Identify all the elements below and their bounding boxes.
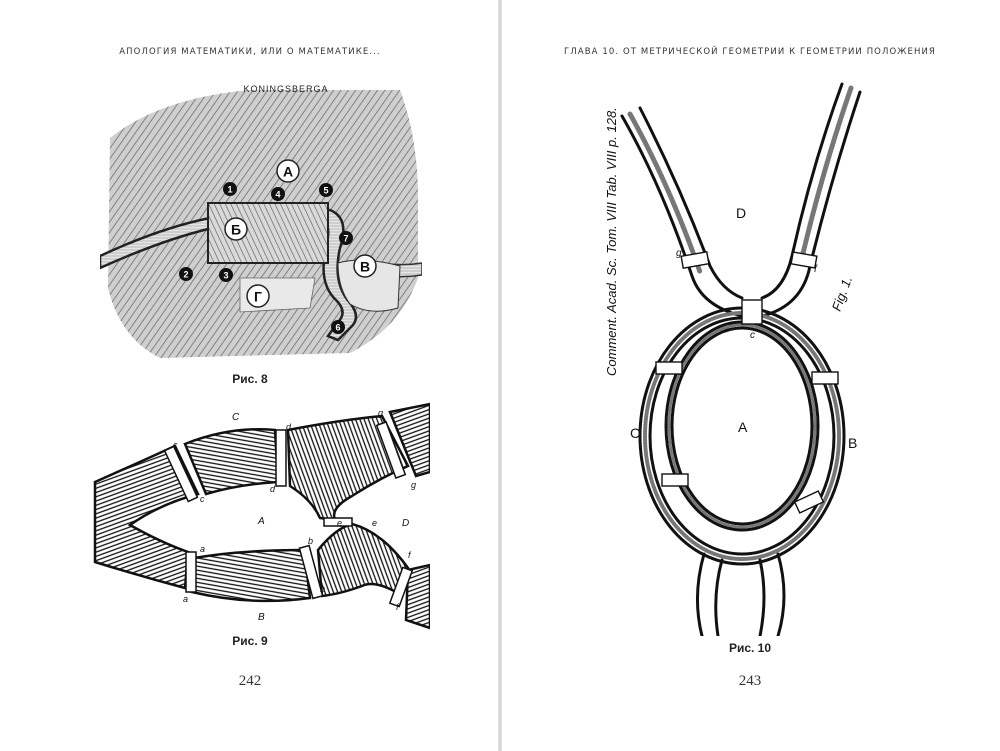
svg-text:5: 5 — [323, 186, 328, 196]
label-b-top: b — [308, 536, 313, 546]
bridge-marker-5: 5 — [319, 183, 333, 197]
figure-10-sketch: D A B C c g f Fig. 1. Comment. Acad. Sc.… — [604, 82, 862, 636]
fig-label: Fig. 1. — [829, 274, 855, 313]
bridge-f — [388, 566, 414, 608]
region-label-a: A — [257, 516, 265, 527]
running-head-left: АПОЛОГИЯ МАТЕМАТИКИ, ИЛИ О МАТЕМАТИКЕ... — [119, 47, 381, 57]
svg-text:1: 1 — [227, 185, 232, 195]
label-e-right: e — [372, 518, 377, 528]
book-gutter — [498, 0, 502, 751]
svg-text:Г: Г — [254, 289, 262, 305]
svg-text:7: 7 — [343, 234, 348, 244]
label-g-bottom: g — [411, 480, 416, 490]
region-marker-b-cyr: Б — [224, 217, 248, 241]
bridge-f-right — [790, 251, 818, 269]
left-page: АПОЛОГИЯ МАТЕМАТИКИ, ИЛИ О МАТЕМАТИКЕ... — [93, 47, 430, 689]
svg-text:В: В — [360, 259, 370, 275]
bridge-a — [185, 551, 197, 593]
region-marker-a: А — [276, 159, 300, 183]
bridge-g-left — [680, 251, 710, 269]
svg-text:4: 4 — [275, 190, 280, 200]
svg-text:А: А — [283, 164, 293, 180]
bridge-left-1 — [655, 361, 683, 375]
label-f-top: f — [408, 550, 412, 560]
river-south-east — [316, 522, 410, 598]
label-f-bottom: f — [396, 602, 400, 612]
bridge-c — [163, 445, 199, 503]
bridge-left-2 — [661, 473, 689, 487]
svg-text:Б: Б — [231, 222, 241, 238]
bridge-c — [741, 299, 763, 325]
figure-8-caption: Рис. 8 — [232, 372, 268, 386]
bridge-letter-c: c — [750, 330, 755, 341]
label-d-bottom: d — [270, 484, 276, 494]
map-title: KONINGSBERGA — [243, 84, 328, 94]
figure-10-caption: Рис. 10 — [728, 641, 772, 655]
bridge-b — [298, 544, 324, 600]
page-number-right: 243 — [738, 673, 762, 689]
region-label-c: C — [630, 425, 640, 441]
figure-9-diagram: c c d d g g e e a a b b f f C A B D — [93, 402, 430, 630]
bridge-letter-g: g — [676, 248, 682, 259]
bridge-right-2 — [793, 490, 825, 514]
page-number-left: 242 — [238, 673, 262, 689]
region-marker-v: В — [353, 254, 377, 278]
river-lower-channel — [190, 548, 312, 603]
label-c-bottom: c — [200, 494, 205, 504]
bridge-letter-f: f — [814, 264, 818, 275]
region-label-b: B — [258, 612, 265, 623]
region-label-d: D — [402, 518, 409, 529]
bridge-e — [323, 517, 353, 527]
right-page: ГЛАВА 10. ОТ МЕТРИЧЕСКОЙ ГЕОМЕТРИИ К ГЕО… — [500, 0, 1000, 751]
river-left-arm — [93, 444, 200, 590]
river-upper-channel — [183, 428, 280, 496]
bridge-marker-4: 4 — [271, 187, 285, 201]
bridge-marker-3: 3 — [219, 268, 233, 282]
label-a-top: a — [200, 544, 205, 554]
river-north-east — [286, 414, 410, 522]
region-label-c: C — [232, 412, 240, 423]
region-marker-g: Г — [246, 284, 270, 308]
region-label-a: A — [738, 419, 748, 435]
label-e-left: e — [337, 518, 342, 528]
side-note: Comment. Acad. Sc. Tom. VIII Tab. VIII p… — [604, 107, 619, 376]
svg-text:3: 3 — [223, 271, 228, 281]
svg-text:2: 2 — [183, 270, 188, 280]
bridge-marker-6: 6 — [331, 320, 345, 334]
bridge-marker-1: 1 — [223, 182, 237, 196]
region-label-d: D — [736, 205, 746, 221]
bridge-right-1 — [811, 371, 839, 385]
running-head-right: ГЛАВА 10. ОТ МЕТРИЧЕСКОЙ ГЕОМЕТРИИ К ГЕО… — [564, 47, 936, 57]
bridge-marker-2: 2 — [179, 267, 193, 281]
bridge-d — [275, 429, 287, 487]
svg-text:6: 6 — [335, 323, 340, 333]
river-exit — [404, 563, 430, 630]
label-a-bottom: a — [183, 594, 188, 604]
figure-9-caption: Рис. 9 — [232, 634, 268, 648]
label-d-top: d — [286, 422, 292, 432]
figure-8-map: KONINGSBERGA А Б В Г 1 2 3 4 5 6 7 — [100, 84, 422, 358]
bridge-marker-7: 7 — [339, 231, 353, 245]
region-label-b: B — [848, 435, 857, 451]
bridge-g — [375, 421, 407, 479]
label-b-bottom: b — [320, 584, 325, 594]
label-g-top: g — [378, 408, 383, 418]
river-far-right — [388, 402, 430, 478]
label-c-top: c — [173, 440, 178, 450]
